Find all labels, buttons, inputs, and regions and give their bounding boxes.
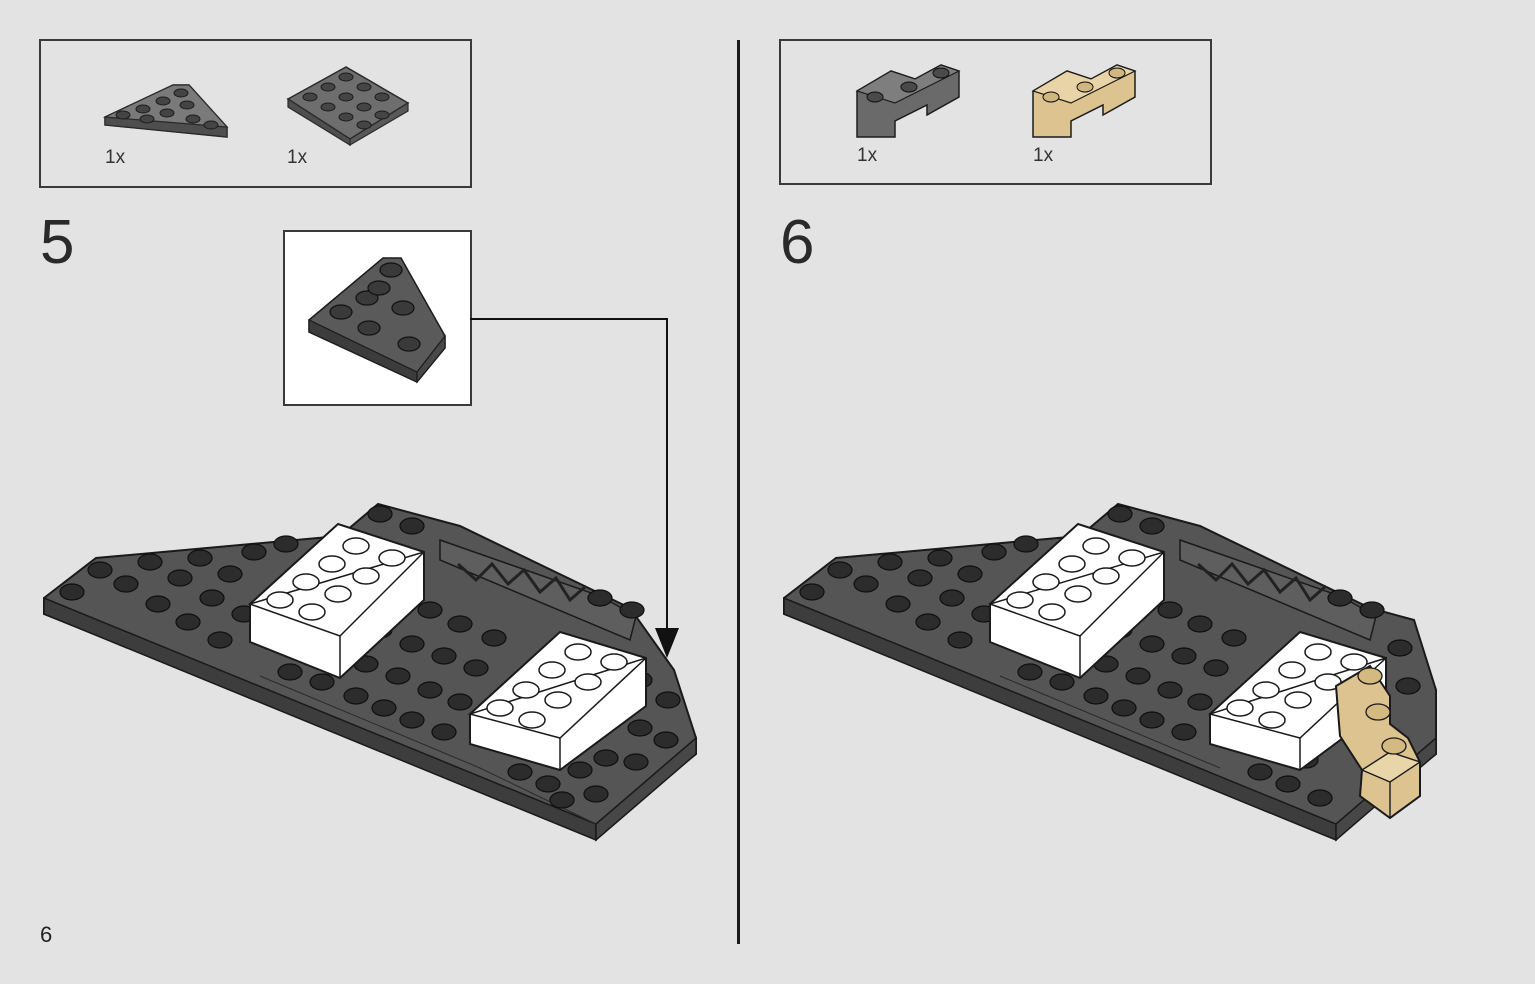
part-1-qty: 1x [105, 147, 126, 168]
part-3-qty: 1x [857, 145, 878, 166]
step-6-parts-box: 1x 1x [779, 39, 1212, 185]
step-6-number: 6 [780, 208, 815, 277]
step-5-arrow [470, 318, 679, 658]
step-5-parts-box: 1x 1x [39, 39, 472, 188]
part-dark-gray-corner-brick [855, 61, 965, 143]
callout-wedge-plate [308, 257, 446, 384]
step-5-callout [283, 230, 472, 406]
part-dark-gray-wedge-plate [102, 81, 231, 149]
part-2-qty: 1x [287, 147, 308, 168]
step-5-model [43, 502, 697, 842]
part-tan-corner-brick [1031, 61, 1141, 143]
step-6-model [783, 502, 1437, 842]
step-5-number: 5 [40, 208, 75, 277]
page-divider [737, 40, 740, 944]
page-number: 6 [40, 922, 53, 947]
part-4-qty: 1x [1033, 145, 1054, 166]
part-dark-gray-wedge-plate-4x4 [286, 63, 414, 153]
